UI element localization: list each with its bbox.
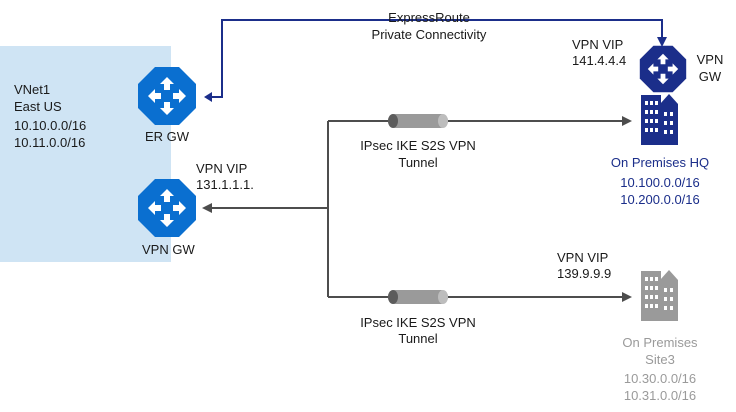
vnet-name: VNet1 [14, 82, 51, 97]
expressroute-arrow-left [204, 92, 212, 102]
tunnel1-label-line1: IPsec IKE S2S VPN [360, 138, 476, 153]
hq-gw-label-line1: VPN [696, 52, 724, 67]
vnet-prefix-1: 10.10.0.0/16 [14, 118, 87, 133]
tunnel2-label-line1: IPsec IKE S2S VPN [360, 315, 476, 330]
hq-gw-label-line2: GW [698, 69, 722, 84]
vpn-gateway-label: VPN GW [142, 242, 195, 257]
tunnel1-label-line2: Tunnel [398, 155, 438, 170]
site3-vip-label: VPN VIP [557, 250, 609, 265]
tunnel2-label-line2: Tunnel [398, 331, 438, 346]
site3-name-line2: Site3 [645, 352, 675, 367]
expressroute-line [209, 19, 667, 98]
azure-vpn-vip-value: 131.1.1.1. [196, 177, 254, 192]
hq-vip-label: VPN VIP [572, 37, 624, 52]
hq-building-icon [641, 94, 678, 145]
vnet-prefix-2: 10.11.0.0/16 [14, 135, 86, 150]
er-gateway-router-icon [138, 67, 196, 125]
expressroute-label-line1: ExpressRoute [388, 10, 470, 25]
vpn-arrow-left [202, 203, 212, 213]
er-gateway-label: ER GW [145, 129, 190, 144]
site3-vip-value: 139.9.9.9 [557, 266, 612, 281]
site3-building-icon [641, 270, 678, 321]
azure-vpn-vip-label: VPN VIP [196, 161, 248, 176]
site3-name-line1: On Premises [622, 335, 698, 350]
hq-prefix-2: 10.200.0.0/16 [620, 192, 700, 207]
hq-vpn-gateway-router-icon [639, 45, 687, 93]
tunnel1-pipe-icon [388, 114, 448, 128]
vnet-region: East US [14, 99, 62, 114]
hq-prefix-1: 10.100.0.0/16 [620, 175, 700, 190]
vpn-gateway-router-icon [138, 179, 196, 237]
site3-prefix-1: 10.30.0.0/16 [623, 371, 697, 386]
site3-prefix-2: 10.31.0.0/16 [623, 388, 697, 403]
hq-vip-value: 141.4.4.4 [572, 53, 627, 68]
tunnel2-pipe-icon [388, 290, 448, 304]
expressroute-label-line2: Private Connectivity [371, 27, 487, 42]
hq-site-name: On Premises HQ [610, 155, 710, 170]
